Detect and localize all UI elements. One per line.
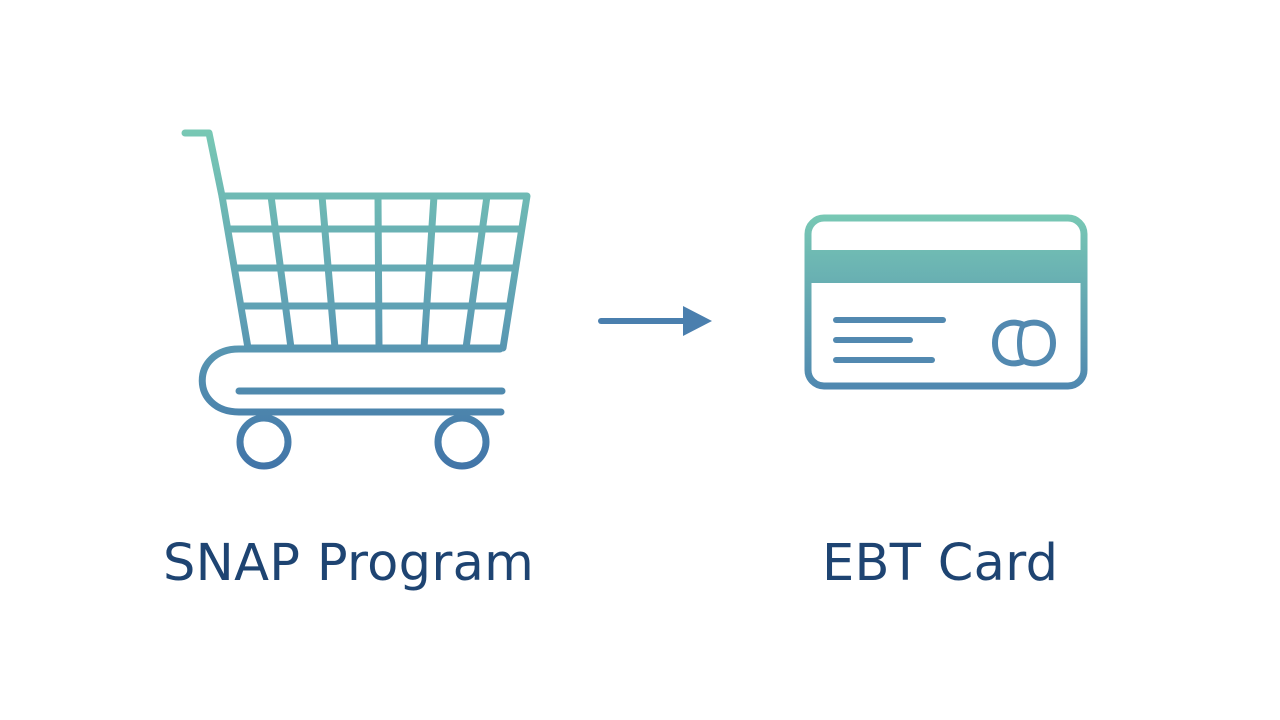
arrow-right-icon [598,306,712,336]
snap-program-label: SNAP Program [163,534,535,593]
shopping-cart-icon [181,129,531,470]
ebt-card-label: EBT Card [822,534,1059,593]
credit-card-icon [804,214,1088,390]
